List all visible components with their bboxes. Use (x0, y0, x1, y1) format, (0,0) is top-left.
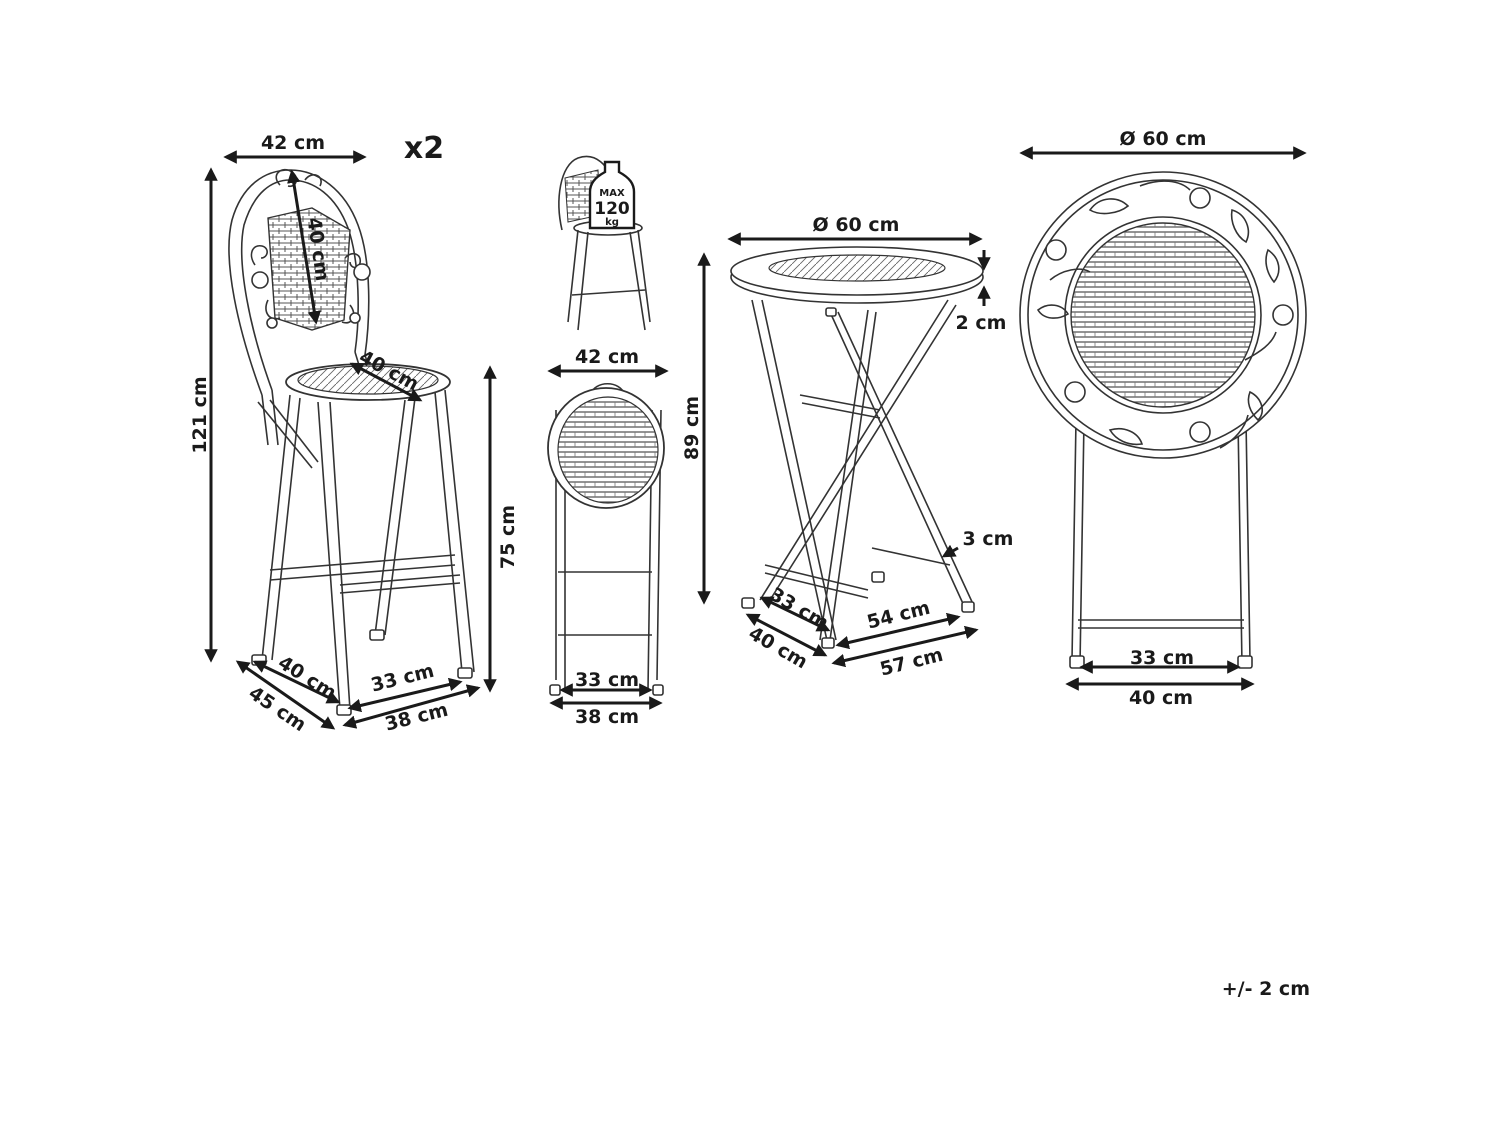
folded-table-base-outer-label: 40 cm (1129, 687, 1193, 709)
table-height-label: 89 cm (681, 396, 703, 460)
chair-dimensions (204, 150, 497, 730)
table-illustration (730, 246, 984, 649)
folded-chair-illustration (547, 382, 665, 696)
folded-chair-base-outer-label: 38 cm (575, 706, 639, 728)
folded-table-diameter-label: Ø 60 cm (1120, 128, 1207, 150)
chair-height-label: 121 cm (189, 376, 211, 453)
chair-illustration (228, 168, 475, 716)
load-max-label: MAX (599, 188, 625, 199)
chair-width-label: 42 cm (261, 132, 325, 154)
folded-table-base-inner-label: 33 cm (1130, 647, 1194, 669)
folded-table-dimensions: Ø 60 cm 33 cm 40 cm (1019, 128, 1307, 709)
table-leg-label: 3 cm (963, 528, 1014, 550)
load-value-label: 120 (594, 199, 630, 219)
load-unit-label: kg (605, 217, 619, 228)
folded-table-illustration (1019, 171, 1307, 669)
table-diameter-label: Ø 60 cm (813, 214, 900, 236)
table-top-thickness-label: 2 cm (956, 312, 1007, 334)
tolerance-label: +/- 2 cm (1222, 978, 1310, 1000)
folded-chair-width-label: 42 cm (575, 346, 639, 368)
chair-depth-inner-label: 40 cm (274, 652, 340, 705)
table-base-inner-label: 54 cm (865, 597, 933, 634)
quantity-label: x2 (404, 131, 444, 166)
load-capacity-illustration: MAX 120 kg (558, 155, 651, 331)
chair-seat-height-label: 75 cm (497, 505, 519, 569)
table-depth-inner-label: 33 cm (766, 583, 833, 634)
folded-chair-dimensions: 42 cm 33 cm 38 cm (547, 346, 669, 728)
folded-chair-base-inner-label: 33 cm (575, 669, 639, 691)
chair-dimension-labels: 42 cm x2 40 cm 40 cm 121 cm 75 cm 40 cm … (189, 131, 519, 736)
